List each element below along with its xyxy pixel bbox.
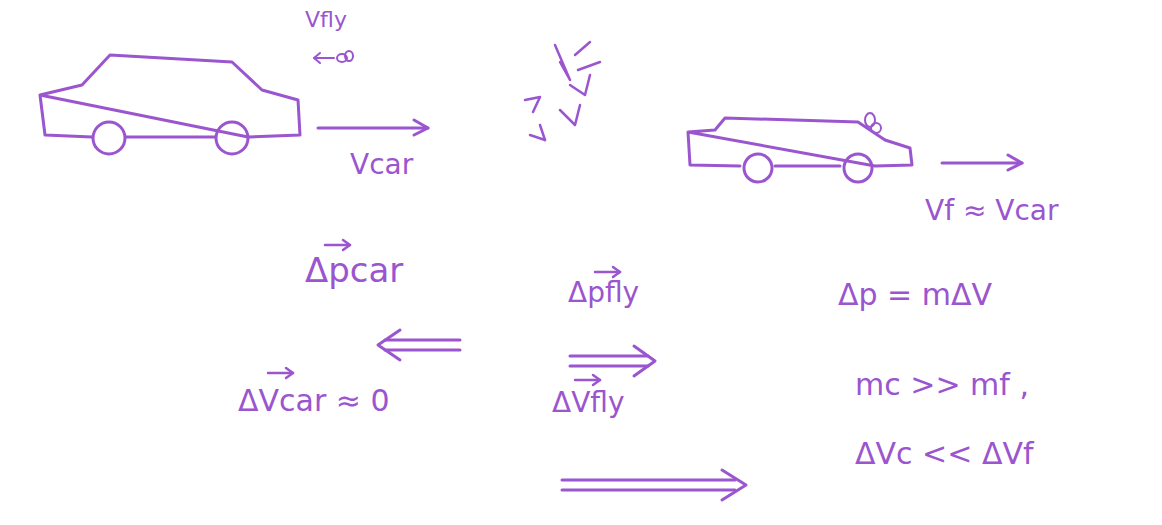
car-wheel <box>93 122 125 154</box>
car-wheel <box>844 154 872 182</box>
car-wheel <box>744 154 772 182</box>
fly-symbol <box>314 51 353 63</box>
velocity-arrow <box>942 162 1022 165</box>
handwritten-label: Vf ≈ Vcar <box>925 196 1059 227</box>
car-outline <box>40 55 300 137</box>
vector-marks <box>268 240 620 385</box>
handwritten-label: ΔVfly <box>552 388 625 419</box>
double-arrow <box>378 330 460 360</box>
double-arrow <box>562 470 746 500</box>
handwritten-label: Δp = mΔV <box>838 278 992 311</box>
fly-symbol <box>865 113 881 133</box>
velocity-arrow <box>318 127 428 130</box>
car-outline <box>688 118 912 166</box>
handwritten-label: Vfly <box>305 8 347 32</box>
handwritten-label: ΔVcar ≈ 0 <box>238 384 390 417</box>
handwritten-label: ΔVc << ΔVf <box>855 437 1034 470</box>
handwritten-label: mc >> mf , <box>855 368 1029 401</box>
splat-marks <box>525 42 600 140</box>
car-wheel <box>216 122 248 154</box>
handwritten-label: Δpfly <box>568 278 639 309</box>
arrowhead <box>1008 155 1022 170</box>
handwritten-label: Δpcar <box>305 252 403 289</box>
double-arrow <box>570 346 655 376</box>
arrowhead <box>414 120 428 135</box>
handwritten-label: Vcar <box>350 150 413 181</box>
